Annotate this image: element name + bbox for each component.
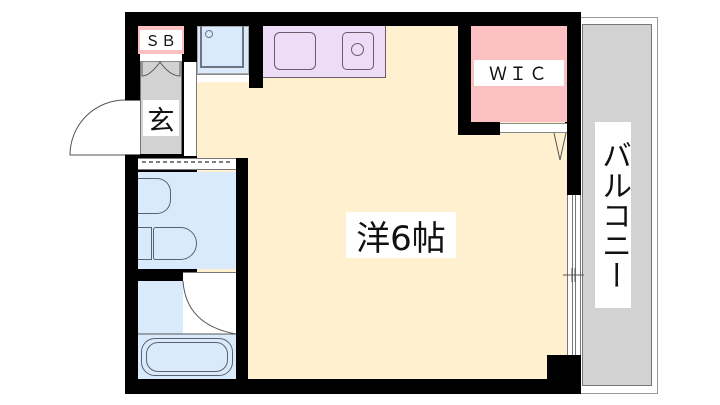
storage-folding-door-icon [141,61,181,77]
wic-bottom-wall [458,122,500,135]
bath-divider-wall [138,269,183,281]
bathtub-icon [141,338,233,376]
wic-left-wall [458,12,471,135]
drain-icon [205,30,213,38]
wic-door-sill [500,123,567,133]
bath-door-space [183,272,236,334]
stove-icon [342,32,374,70]
living-room-label: 洋6帖 [346,212,456,259]
entrance-door-swing-icon [69,99,126,156]
wet-area-right-wall [236,158,248,393]
entrance-label: 玄 [143,100,179,137]
wic-label: ＷＩＣ [474,60,564,86]
bottom-right-pillar [547,355,581,394]
bathroom-floor [138,281,183,334]
wic-door-icon [553,132,567,161]
stove-burner-icon [351,43,364,56]
sink-icon [274,32,316,70]
living-room-floor-right [498,126,567,379]
storage-sill [140,54,182,62]
laundry-sill [197,74,249,82]
laundry-wall [249,26,263,88]
washbasin-icon [138,178,171,214]
storage-label: ＳＢ [140,30,182,50]
living-room-floor-upper [386,26,458,86]
entrance-door-opening [125,100,140,155]
bath-door-swing-icon [182,280,237,335]
entrance-side-panel [184,62,197,156]
balcony-label: バルコニー [595,122,631,308]
washer-pan-icon [200,26,244,68]
toilet-bowl-icon [153,227,197,260]
toilet-tank-icon [138,227,152,260]
washroom-door-sill [138,158,236,170]
bathtub-inner-icon [146,342,228,372]
